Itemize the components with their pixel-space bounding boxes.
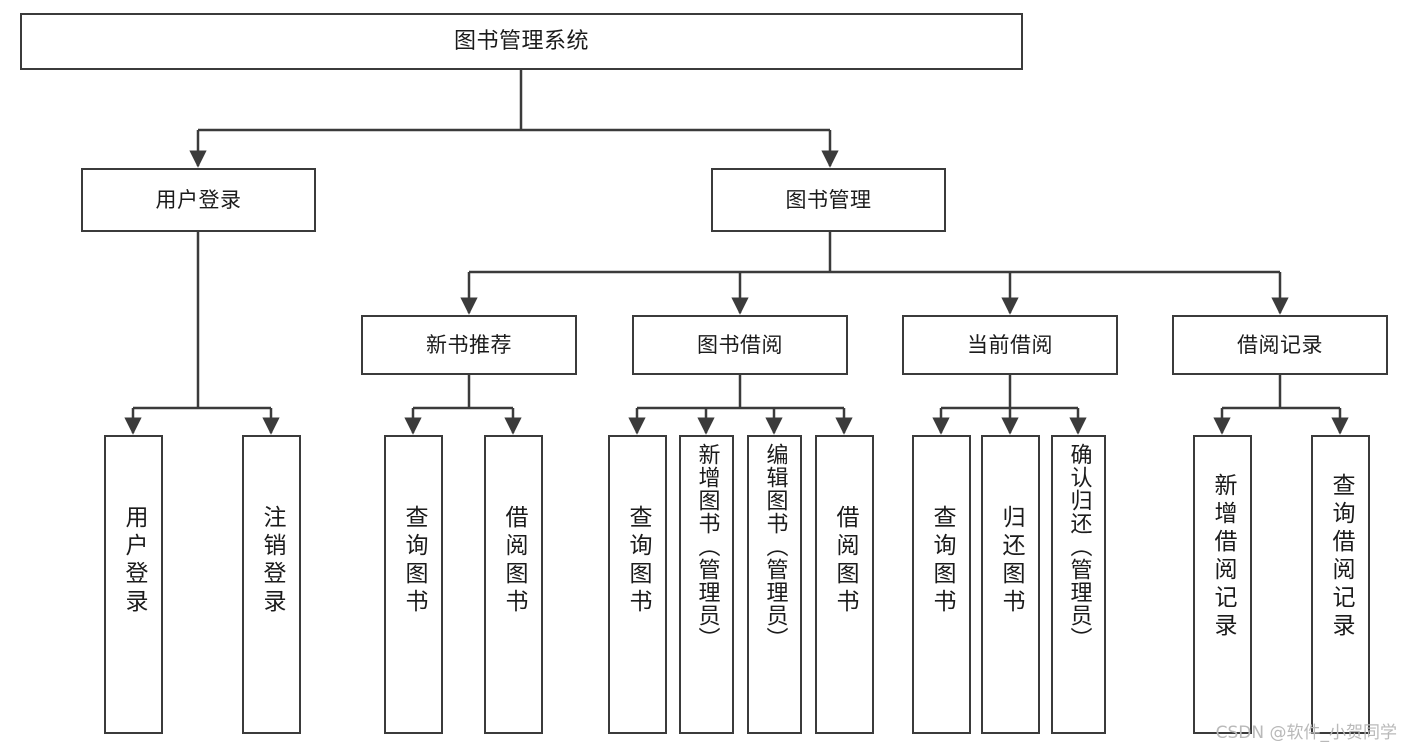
node-book-management[interactable]: 图书管理 <box>711 168 946 232</box>
node-leaf-query-book-1[interactable]: 查询图书 <box>384 435 443 734</box>
node-leaf-query-borrow-record-label: 查询借阅记录 <box>1328 473 1354 641</box>
node-user-login-label: 用户登录 <box>155 187 242 212</box>
watermark: CSDN @软件_小贺同学 <box>1215 723 1397 743</box>
node-leaf-add-book-admin[interactable]: 新增图书（管理员） <box>679 435 734 734</box>
node-leaf-query-book-1-label: 查询图书 <box>401 505 427 617</box>
node-leaf-user-login[interactable]: 用户登录 <box>104 435 163 734</box>
node-leaf-add-borrow-record-label: 新增借阅记录 <box>1210 473 1236 641</box>
node-leaf-user-login-label: 用户登录 <box>121 505 147 617</box>
node-leaf-edit-book-admin[interactable]: 编辑图书（管理员） <box>747 435 802 734</box>
node-leaf-borrow-book-1-label: 借阅图书 <box>501 505 527 617</box>
node-leaf-borrow-book-2-label: 借阅图书 <box>832 505 858 617</box>
node-leaf-logout-label: 注销登录 <box>259 505 285 617</box>
node-leaf-return-book[interactable]: 归还图书 <box>981 435 1040 734</box>
node-leaf-query-book-2[interactable]: 查询图书 <box>608 435 667 734</box>
node-leaf-add-borrow-record[interactable]: 新增借阅记录 <box>1193 435 1252 734</box>
node-leaf-query-borrow-record[interactable]: 查询借阅记录 <box>1311 435 1370 734</box>
node-leaf-borrow-book-1[interactable]: 借阅图书 <box>484 435 543 734</box>
node-new-book-recommend-label: 新书推荐 <box>426 332 512 357</box>
node-leaf-add-book-admin-label: 新增图书（管理员） <box>694 443 720 650</box>
node-leaf-query-book-3[interactable]: 查询图书 <box>912 435 971 734</box>
node-leaf-query-book-3-label: 查询图书 <box>929 505 955 617</box>
node-leaf-return-book-label: 归还图书 <box>998 505 1024 617</box>
node-leaf-confirm-return-admin-label: 确认归还（管理员） <box>1066 443 1092 650</box>
node-book-borrow[interactable]: 图书借阅 <box>632 315 848 375</box>
node-leaf-borrow-book-2[interactable]: 借阅图书 <box>815 435 874 734</box>
node-borrow-record[interactable]: 借阅记录 <box>1172 315 1388 375</box>
node-book-borrow-label: 图书借阅 <box>697 332 783 357</box>
node-root-label: 图书管理系统 <box>453 28 589 54</box>
node-user-login[interactable]: 用户登录 <box>81 168 316 232</box>
node-root[interactable]: 图书管理系统 <box>20 13 1023 70</box>
node-book-management-label: 图书管理 <box>785 187 872 212</box>
node-new-book-recommend[interactable]: 新书推荐 <box>361 315 577 375</box>
node-current-borrow-label: 当前借阅 <box>967 332 1053 357</box>
node-current-borrow[interactable]: 当前借阅 <box>902 315 1118 375</box>
node-leaf-edit-book-admin-label: 编辑图书（管理员） <box>762 443 788 650</box>
node-leaf-logout[interactable]: 注销登录 <box>242 435 301 734</box>
node-leaf-query-book-2-label: 查询图书 <box>625 505 651 617</box>
node-leaf-confirm-return-admin[interactable]: 确认归还（管理员） <box>1051 435 1106 734</box>
node-borrow-record-label: 借阅记录 <box>1237 332 1323 357</box>
